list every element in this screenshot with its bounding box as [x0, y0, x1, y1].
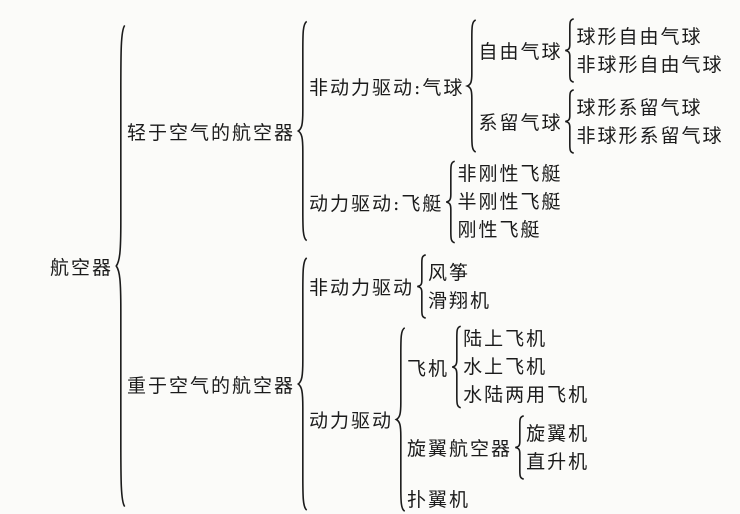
- node-ornithopter: 扑翼机: [407, 489, 471, 511]
- curly-brace-icon: [444, 160, 457, 244]
- node-nonpowered-label: 非动力驱动: [309, 277, 415, 299]
- node-heavier-than-air: 重于空气的航空器 非动力驱动 风筝 滑翔机 动力驱动: [127, 254, 723, 514]
- node-spherical-tethered-balloon: 球形系留气球: [576, 96, 703, 119]
- curly-brace-icon: [450, 325, 463, 409]
- node-free-balloon-label: 自由气球: [478, 41, 563, 63]
- heavier-than-air-children: 非动力驱动 风筝 滑翔机 动力驱动: [309, 254, 589, 514]
- node-powered-label: 动力驱动: [309, 410, 394, 432]
- curly-brace-icon: [415, 254, 428, 319]
- diagram-canvas: 航空器 轻于空气的航空器 非动力驱动:气球 自由气球: [50, 18, 721, 513]
- curly-brace-icon: [513, 415, 526, 480]
- node-nonpowered-balloon: 非动力驱动:气球 自由气球 球形自由气球 非球形自由气球: [309, 18, 723, 154]
- balloon-children: 自由气球 球形自由气球 非球形自由气球 系留气球: [478, 18, 723, 154]
- rotorcraft-children: 旋翼机 直升机: [526, 420, 589, 476]
- airplane-children: 陆上飞机 水上飞机 水陆两用飞机: [463, 325, 589, 409]
- node-amphibian: 水陆两用飞机: [463, 384, 590, 406]
- node-rigid-airship: 刚性飞艇: [457, 219, 542, 241]
- node-nonspherical-free-balloon: 非球形自由气球: [576, 53, 724, 76]
- node-seaplane: 水上飞机: [463, 356, 548, 378]
- node-airplane-label: 飞机: [407, 357, 450, 380]
- node-nonrigid-airship: 非刚性飞艇: [457, 163, 563, 185]
- node-heavier-than-air-label: 重于空气的航空器: [127, 374, 296, 397]
- powered-children: 飞机 陆上飞机 水上飞机 水陆两用飞机 旋翼航空器: [407, 325, 589, 514]
- node-tethered-balloon: 系留气球 球形系留气球 非球形系留气球: [478, 89, 723, 154]
- nonpowered-children: 风筝 滑翔机: [428, 259, 491, 315]
- lighter-than-air-children: 非动力驱动:气球 自由气球 球形自由气球 非球形自由气球: [309, 18, 723, 244]
- tethered-balloon-children: 球形系留气球 非球形系留气球: [576, 94, 723, 150]
- node-powered-airship: 动力驱动:飞艇 非刚性飞艇 半刚性飞艇 刚性飞艇: [309, 160, 723, 244]
- node-semirigid-airship: 半刚性飞艇: [457, 191, 563, 213]
- curly-brace-icon: [563, 89, 576, 154]
- node-tethered-balloon-label: 系留气球: [478, 112, 563, 134]
- curly-brace-icon: [563, 18, 576, 83]
- airship-children: 非刚性飞艇 半刚性飞艇 刚性飞艇: [457, 160, 562, 244]
- node-lighter-than-air: 轻于空气的航空器 非动力驱动:气球 自由气球: [127, 18, 723, 244]
- node-lighter-than-air-label: 轻于空气的航空器: [127, 121, 296, 144]
- node-glider: 滑翔机: [428, 289, 492, 312]
- node-powered-airship-label: 动力驱动:飞艇: [309, 192, 444, 215]
- node-free-balloon: 自由气球 球形自由气球 非球形自由气球: [478, 18, 723, 83]
- node-helicopter: 直升机: [526, 450, 590, 473]
- node-rotorcraft-label: 旋翼航空器: [407, 438, 513, 460]
- node-powered: 动力驱动 飞机 陆上飞机 水上飞机 水陆两用飞机: [309, 325, 589, 514]
- aircraft-children: 轻于空气的航空器 非动力驱动:气球 自由气球: [127, 18, 723, 514]
- node-landplane: 陆上飞机: [463, 328, 548, 350]
- curly-brace-icon: [394, 325, 407, 514]
- node-aircraft-label: 航空器: [50, 256, 114, 279]
- node-nonpowered: 非动力驱动 风筝 滑翔机: [309, 254, 589, 319]
- node-aircraft: 航空器 轻于空气的航空器 非动力驱动:气球 自由气球: [50, 18, 736, 514]
- curly-brace-icon: [465, 18, 478, 154]
- node-nonspherical-tethered-balloon: 非球形系留气球: [576, 124, 724, 147]
- node-gyroplane: 旋翼机: [526, 422, 590, 445]
- node-airplane: 飞机 陆上飞机 水上飞机 水陆两用飞机: [407, 325, 589, 409]
- node-spherical-free-balloon: 球形自由气球: [576, 25, 703, 48]
- node-rotorcraft: 旋翼航空器 旋翼机 直升机: [407, 415, 589, 480]
- node-nonpowered-balloon-label: 非动力驱动:气球: [309, 76, 465, 99]
- node-kite: 风筝: [428, 261, 471, 284]
- curly-brace-icon: [296, 254, 309, 514]
- curly-brace-icon: [296, 18, 309, 244]
- curly-brace-icon: [114, 18, 127, 514]
- free-balloon-children: 球形自由气球 非球形自由气球: [576, 23, 723, 79]
